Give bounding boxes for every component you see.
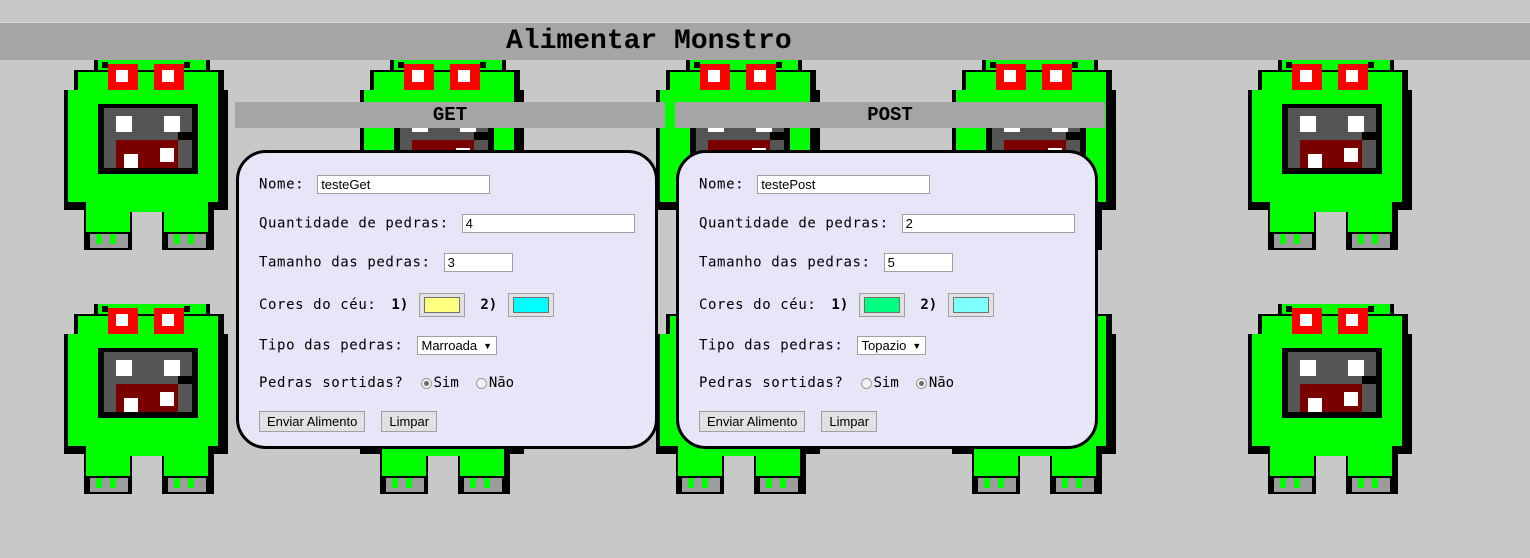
nome-label: Nome: <box>259 176 305 193</box>
post-sortidas-nao-radio[interactable] <box>915 377 927 389</box>
post-cor2-swatch <box>953 297 990 313</box>
tamanho-label: Tamanho das pedras: <box>259 254 431 271</box>
get-cor2-picker[interactable] <box>508 293 555 317</box>
get-header: GET <box>235 102 665 128</box>
post-reset-button[interactable]: Limpar <box>821 411 878 432</box>
nao-label: Não <box>488 375 515 391</box>
nao-label: Não <box>928 375 955 391</box>
monster-icon <box>1242 304 1422 504</box>
post-tipo-select[interactable]: Topazio ▼ <box>856 336 927 355</box>
sortidas-label: Pedras sortidas? <box>699 375 844 391</box>
sim-label: Sim <box>433 375 459 391</box>
get-sortidas-sim-radio[interactable] <box>420 377 432 389</box>
nome-label: Nome: <box>699 176 745 193</box>
post-tipo-value: Topazio <box>861 338 907 353</box>
post-row-quantidade: Quantidade de pedras: 2 <box>699 214 1075 233</box>
get-submit-button[interactable]: Enviar Alimento <box>259 411 366 432</box>
chevron-down-icon: ▼ <box>483 341 493 351</box>
quantidade-label: Quantidade de pedras: <box>259 215 449 232</box>
post-form: Nome: testePost Quantidade de pedras: 2 … <box>676 150 1098 449</box>
get-sortidas-nao-radio[interactable] <box>475 377 487 389</box>
post-cor1-swatch <box>864 297 901 313</box>
post-row-cores: Cores do céu: 1) 2) <box>699 293 995 317</box>
post-row-buttons: Enviar Alimento Limpar <box>699 411 878 432</box>
post-cor1-picker[interactable] <box>859 293 906 317</box>
page-title: Alimentar Monstro <box>506 26 792 57</box>
post-nome-input[interactable]: testePost <box>757 175 931 194</box>
quantidade-label: Quantidade de pedras: <box>699 215 889 232</box>
post-cor2-picker[interactable] <box>948 293 995 317</box>
tamanho-label: Tamanho das pedras: <box>699 254 871 271</box>
get-quantidade-input[interactable]: 4 <box>461 214 635 233</box>
cor1-label: 1) <box>831 297 849 313</box>
top-strip <box>0 0 1530 23</box>
chevron-down-icon: ▼ <box>912 341 922 351</box>
post-row-tipo: Tipo das pedras: Topazio ▼ <box>699 336 927 355</box>
get-row-nome: Nome: testeGet <box>259 175 491 194</box>
get-tamanho-input[interactable]: 3 <box>443 253 513 272</box>
sortidas-label: Pedras sortidas? <box>259 375 404 391</box>
cor2-label: 2) <box>920 297 938 313</box>
post-submit-button[interactable]: Enviar Alimento <box>699 411 806 432</box>
monster-icon <box>58 60 238 260</box>
post-quantidade-input[interactable]: 2 <box>901 214 1075 233</box>
get-tipo-select[interactable]: Marroada ▼ <box>416 336 498 355</box>
title-bar: Alimentar Monstro <box>0 23 1530 60</box>
get-cor2-swatch <box>513 297 550 313</box>
monster-icon <box>1242 60 1422 260</box>
post-row-sortidas: Pedras sortidas? Sim Não <box>699 375 954 391</box>
monster-icon <box>58 304 238 504</box>
get-reset-button[interactable]: Limpar <box>381 411 438 432</box>
cor2-label: 2) <box>480 297 498 313</box>
post-row-tamanho: Tamanho das pedras: 5 <box>699 253 953 272</box>
cores-label: Cores do céu: <box>699 297 817 313</box>
post-row-nome: Nome: testePost <box>699 175 931 194</box>
get-cor1-picker[interactable] <box>419 293 466 317</box>
tipo-label: Tipo das pedras: <box>259 337 404 354</box>
get-row-tipo: Tipo das pedras: Marroada ▼ <box>259 336 498 355</box>
post-header: POST <box>675 102 1105 128</box>
get-row-tamanho: Tamanho das pedras: 3 <box>259 253 513 272</box>
get-cor1-swatch <box>424 297 461 313</box>
get-row-quantidade: Quantidade de pedras: 4 <box>259 214 635 233</box>
get-row-cores: Cores do céu: 1) 2) <box>259 293 555 317</box>
sim-label: Sim <box>873 375 899 391</box>
post-sortidas-sim-radio[interactable] <box>860 377 872 389</box>
get-row-sortidas: Pedras sortidas? Sim Não <box>259 375 514 391</box>
tipo-label: Tipo das pedras: <box>699 337 844 354</box>
post-tamanho-input[interactable]: 5 <box>883 253 953 272</box>
get-row-buttons: Enviar Alimento Limpar <box>259 411 438 432</box>
get-nome-input[interactable]: testeGet <box>317 175 491 194</box>
get-tipo-value: Marroada <box>421 338 478 353</box>
cores-label: Cores do céu: <box>259 297 377 313</box>
cor1-label: 1) <box>391 297 409 313</box>
get-form: Nome: testeGet Quantidade de pedras: 4 T… <box>236 150 658 449</box>
